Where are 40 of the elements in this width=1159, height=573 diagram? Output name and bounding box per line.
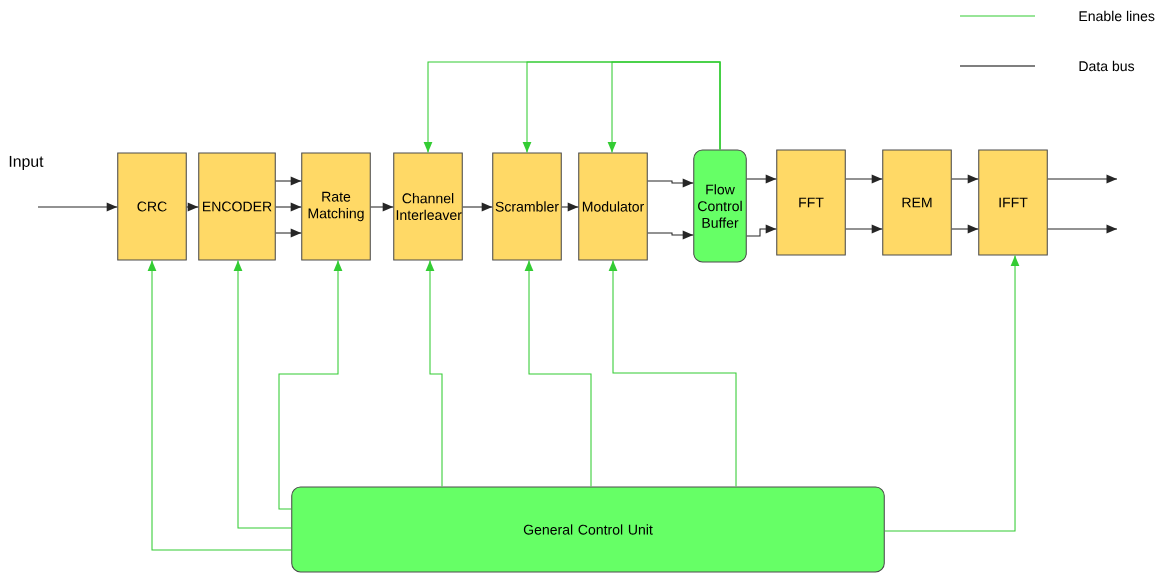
arrow <box>746 224 777 237</box>
arrow <box>233 260 292 529</box>
arrow <box>275 228 302 238</box>
process-box: Rate Matching <box>301 152 371 261</box>
arrow <box>647 178 694 188</box>
arrow <box>608 260 737 487</box>
process-box: FFT <box>776 149 846 256</box>
arrow <box>1047 224 1118 234</box>
process-box: Scrambler <box>492 152 562 261</box>
process-box: IFFT <box>978 149 1048 256</box>
arrow <box>647 230 694 240</box>
process-box: CRC <box>117 152 187 261</box>
arrow <box>275 176 302 186</box>
process-box: ENCODER <box>198 152 276 261</box>
arrow <box>37 202 118 212</box>
arrow <box>561 202 579 212</box>
input-label: Input <box>9 155 44 171</box>
legend-label: Enable lines <box>1079 10 1155 22</box>
arrow <box>884 255 1020 532</box>
arrow <box>524 260 592 487</box>
arrow <box>951 174 979 184</box>
arrow <box>607 61 721 153</box>
control-box: General Control Unit <box>291 486 885 573</box>
arrow <box>278 260 343 510</box>
arrow <box>1047 174 1118 184</box>
arrow <box>425 260 443 487</box>
control-box: Flow Control Buffer <box>693 149 747 263</box>
legend-label: Data bus <box>1079 60 1135 72</box>
process-box: REM <box>882 149 952 256</box>
arrow <box>147 260 292 551</box>
arrow <box>845 224 883 234</box>
arrow <box>951 224 979 234</box>
arrow <box>275 202 302 212</box>
arrow <box>746 174 777 184</box>
arrow <box>186 202 199 212</box>
arrow <box>370 202 394 212</box>
arrow <box>845 174 883 184</box>
process-box: Channel Interleaver <box>393 152 463 261</box>
process-box: Modulator <box>578 152 648 261</box>
arrow <box>462 202 493 212</box>
